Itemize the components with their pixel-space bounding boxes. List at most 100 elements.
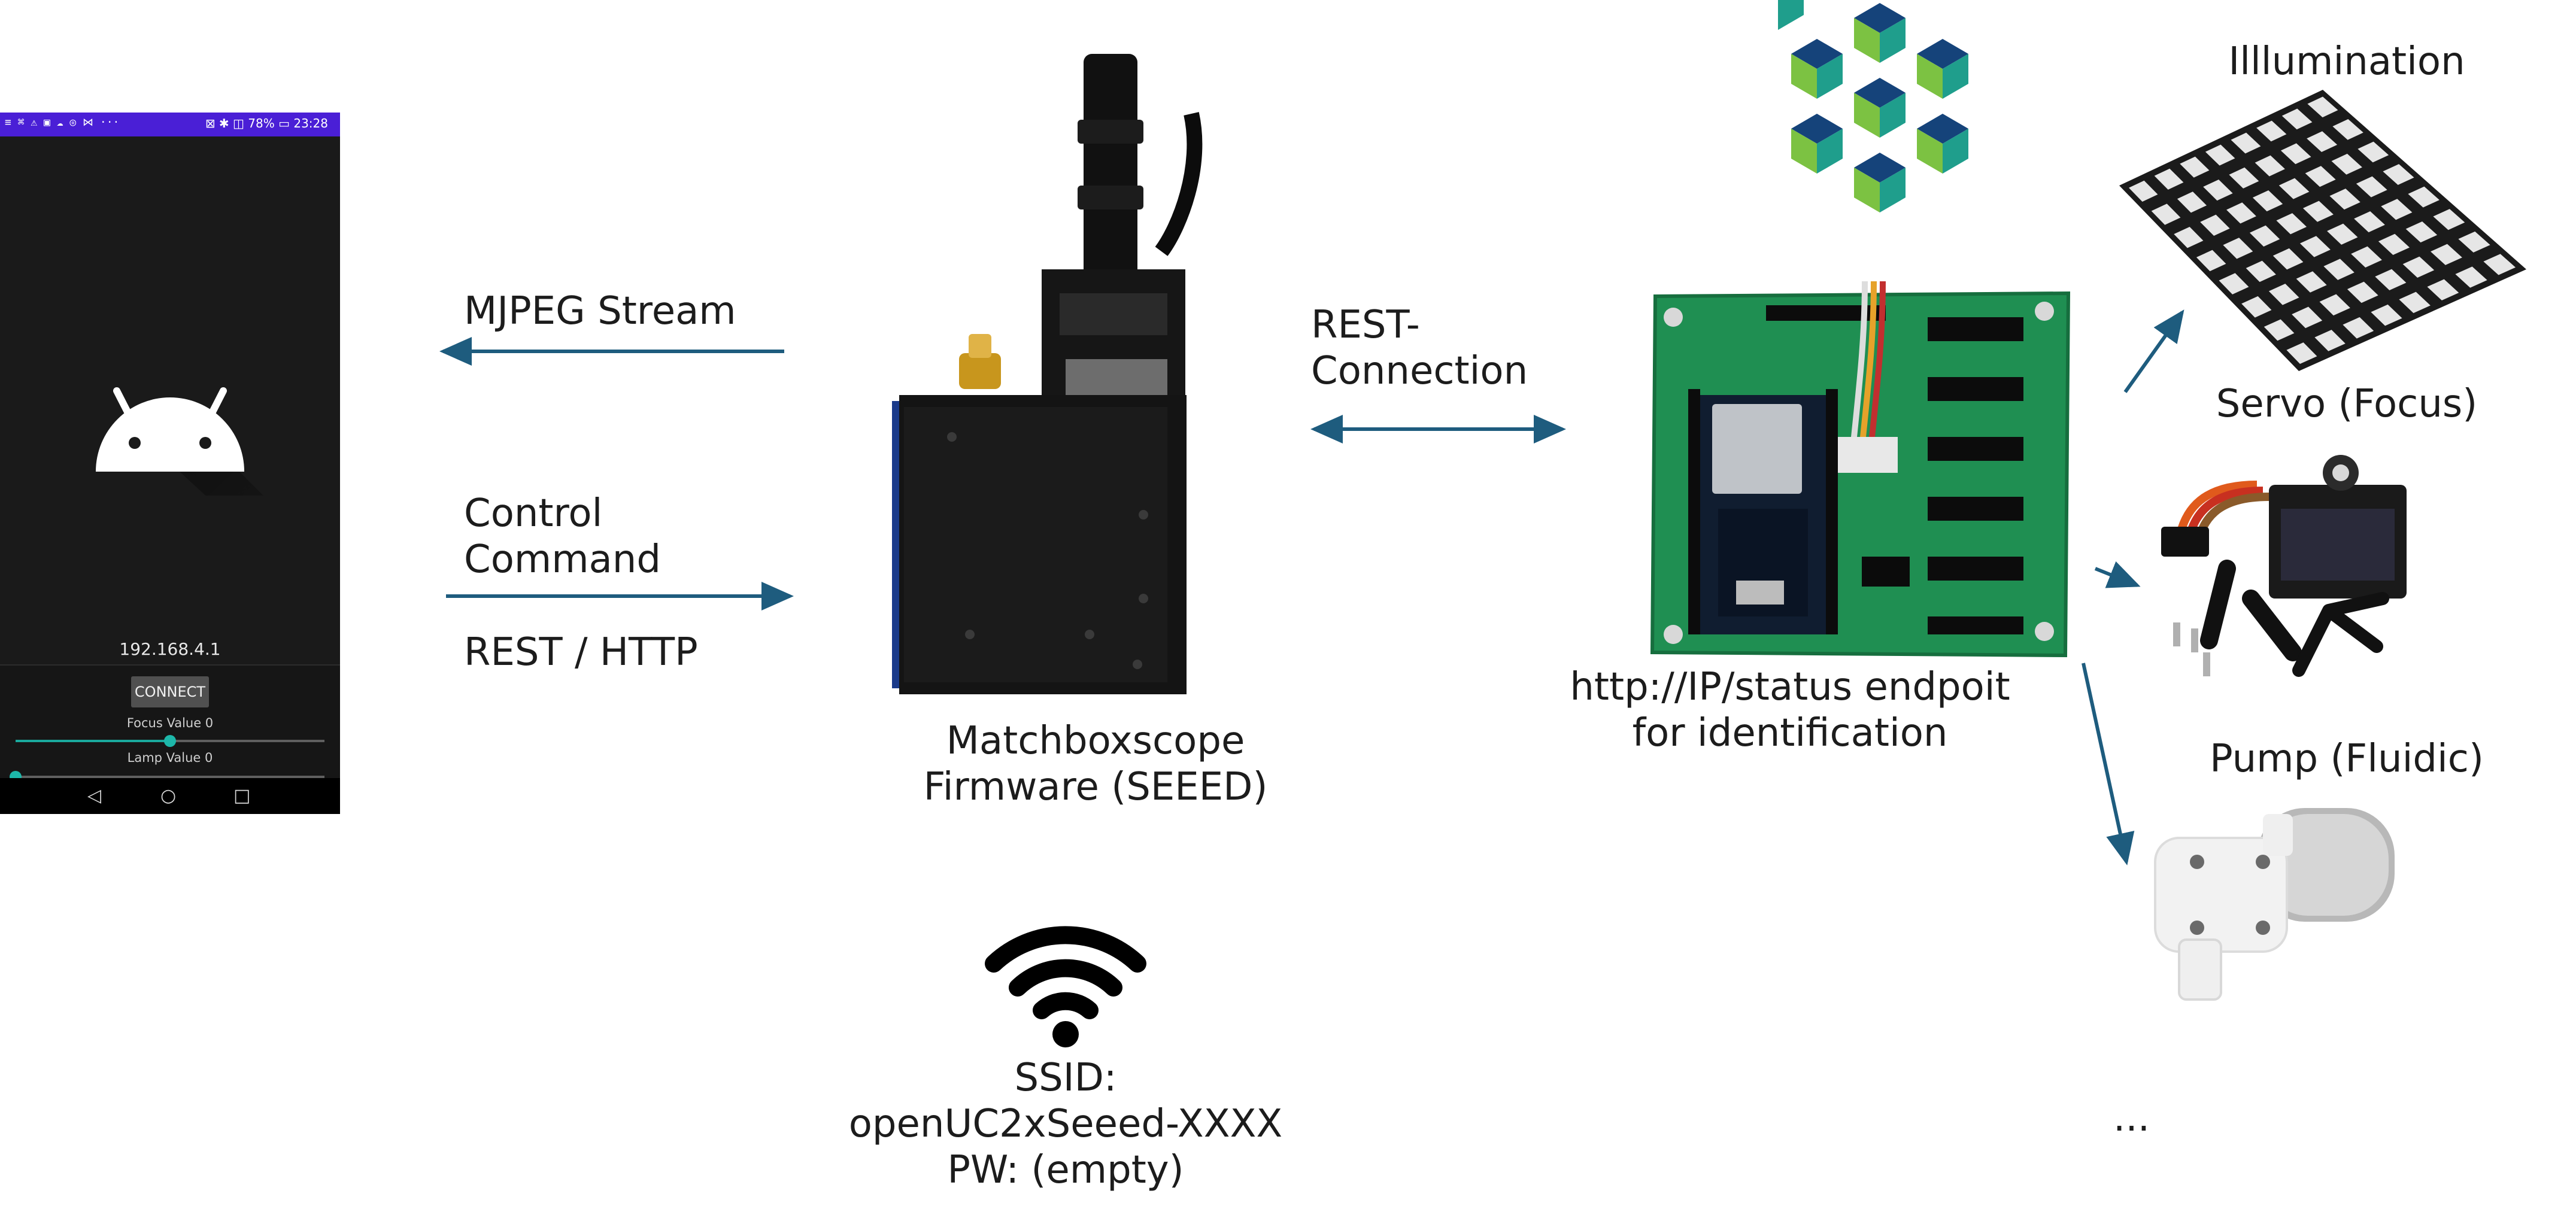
device-label-line2: Firmware (SEEED)	[923, 765, 1268, 809]
led-pixel	[2231, 132, 2261, 154]
focus-slider-thumb[interactable]	[164, 735, 176, 747]
led-pixel	[2329, 189, 2360, 210]
phone-status-bar: ≡ ⌘ ⚠ ▣ ☁ ◎ ⋈ ··· ⊠ ✱ ◫ 78% ▭ 23:28	[0, 113, 340, 136]
rest-connection-line1: REST-	[1311, 303, 1420, 347]
led-pixel	[2281, 108, 2313, 130]
led-pixel	[2371, 304, 2402, 326]
led-pixel	[2252, 190, 2283, 212]
illumination-arrow	[2123, 309, 2184, 393]
camera-preview-area	[0, 136, 340, 664]
led-pixel	[2203, 179, 2233, 201]
led-pixel	[2332, 119, 2363, 140]
servo-arrow	[2094, 561, 2141, 588]
android-nav-bar: ◁ ○ □	[0, 778, 340, 814]
led-pixel	[2223, 238, 2253, 259]
led-pixel	[2354, 211, 2385, 233]
pump-label: Pump (Fluidic)	[2210, 737, 2484, 781]
led-pixel	[2226, 202, 2256, 224]
led-pixel	[2196, 250, 2226, 272]
led-pixel	[2402, 256, 2435, 278]
controller-board-image	[1650, 281, 2071, 658]
led-pixel	[2405, 221, 2438, 243]
led-pixel	[2399, 291, 2431, 314]
led-pixel	[2408, 186, 2440, 208]
led-pixel	[2327, 223, 2358, 245]
back-icon[interactable]: ◁	[87, 785, 102, 806]
servo-label: Servo (Focus)	[2216, 382, 2478, 426]
led-pixel	[2357, 141, 2389, 163]
lamp-slider-track[interactable]	[16, 776, 324, 778]
led-pixel	[2154, 168, 2184, 190]
led-pixel	[2276, 213, 2307, 235]
led-pixel	[2246, 260, 2276, 283]
led-pixel	[2347, 281, 2378, 303]
mjpeg-stream-label: MJPEG Stream	[464, 289, 736, 333]
rest-http-label: REST / HTTP	[464, 630, 698, 675]
led-pixel	[2378, 233, 2410, 256]
rest-connection-line2: Connection	[1311, 349, 1528, 393]
led-pixel	[2264, 319, 2295, 341]
led-pixel	[2268, 284, 2299, 305]
led-pixel	[2255, 155, 2285, 177]
led-pixel	[2200, 214, 2230, 236]
led-pixel	[2483, 254, 2516, 275]
led-pixel	[2299, 236, 2331, 257]
led-pixel	[2296, 271, 2327, 293]
endpoint-label-line1: http://IP/status endpoit	[1570, 665, 2010, 709]
led-pixel	[2278, 178, 2310, 199]
led-pixel	[2219, 273, 2249, 294]
led-pixel	[2249, 225, 2280, 247]
led-pixel	[2256, 120, 2287, 142]
led-pixel	[2177, 192, 2207, 213]
matchboxscope-device-image	[892, 54, 1203, 694]
connect-button[interactable]: CONNECT	[131, 676, 209, 707]
recents-icon[interactable]: □	[233, 785, 251, 806]
pump-image	[2154, 808, 2395, 1001]
password-label: PW: (empty)	[947, 1148, 1184, 1192]
servo-motor-image	[2161, 455, 2407, 677]
led-pixel	[2331, 153, 2362, 175]
led-pixel	[2319, 294, 2350, 316]
led-pixel	[2286, 342, 2317, 364]
ssid-label: SSID:	[1014, 1056, 1117, 1100]
led-pixel	[2174, 226, 2204, 248]
led-pixel	[2431, 244, 2462, 265]
led-pixel	[2433, 209, 2465, 230]
endpoint-label-line2: for identification	[1632, 711, 1948, 755]
led-pixel	[2314, 329, 2346, 351]
led-pixel	[2381, 199, 2413, 220]
status-icons-left: ≡ ⌘ ⚠ ▣ ☁ ◎ ⋈ ···	[5, 116, 120, 129]
led-pixel	[2280, 143, 2311, 165]
led-pixel	[2151, 203, 2181, 225]
led-pixel	[2241, 296, 2272, 318]
illumination-label: Illlumination	[2228, 40, 2465, 84]
control-label-line2: Command	[464, 537, 661, 582]
led-pixel	[2305, 166, 2336, 187]
pump-arrow	[2082, 663, 2135, 865]
led-pixel	[2458, 231, 2490, 253]
led-pixel	[2455, 266, 2487, 288]
led-pixel	[2129, 180, 2158, 202]
led-pixel	[2229, 167, 2259, 189]
focus-slider-fill	[16, 740, 170, 742]
home-icon[interactable]: ○	[160, 785, 177, 806]
led-matrix-image	[2119, 90, 2526, 371]
led-pixel	[2307, 131, 2338, 153]
led-pixel	[2180, 156, 2210, 178]
more-actuators-ellipsis: ...	[2113, 1096, 2150, 1140]
led-pixel	[2302, 201, 2334, 222]
led-pixel	[2375, 269, 2407, 291]
status-icons-right: ⊠ ✱ ◫ 78% ▭ 23:28	[205, 116, 328, 130]
device-label-line1: Matchboxscope	[946, 719, 1245, 763]
wifi-icon	[985, 926, 1146, 1047]
led-pixel	[2351, 246, 2382, 268]
led-pixel	[2383, 164, 2414, 185]
lamp-slider-label: Lamp Value 0	[127, 751, 213, 765]
led-pixel	[2356, 176, 2387, 198]
led-pixel	[2427, 279, 2459, 300]
ip-address-text: 192.168.4.1	[119, 639, 221, 659]
led-pixel	[2205, 144, 2235, 166]
control-label-line1: Control	[464, 491, 603, 536]
led-pixel	[2272, 248, 2304, 270]
led-pixel	[2307, 96, 2338, 118]
